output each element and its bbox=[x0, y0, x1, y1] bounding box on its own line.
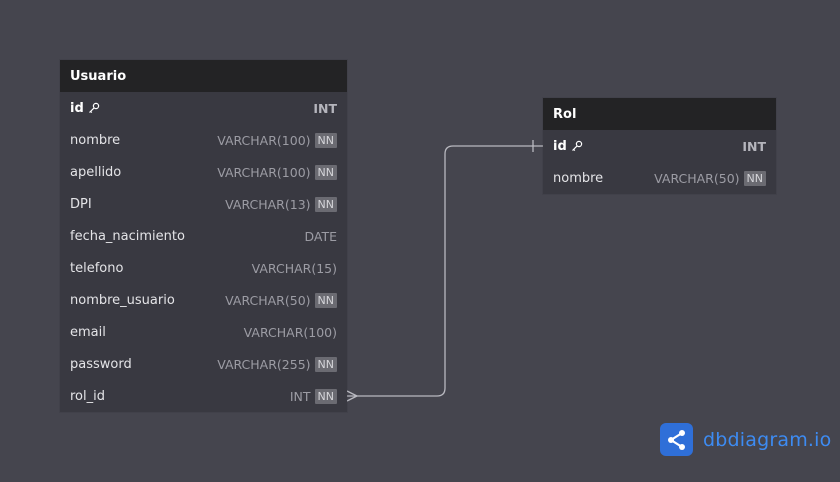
field-type-text: VARCHAR(100) bbox=[243, 324, 337, 340]
field-name-text: id bbox=[70, 100, 84, 116]
not-null-badge: NN bbox=[314, 164, 337, 180]
share-nodes-icon bbox=[660, 423, 693, 456]
field-name-text: password bbox=[70, 356, 132, 372]
table-header[interactable]: Rol bbox=[543, 98, 776, 130]
field-row-fecha_nacimiento[interactable]: fecha_nacimiento DATE bbox=[60, 220, 347, 252]
field-type: VARCHAR(50)NN bbox=[225, 292, 337, 308]
field-name-text: fecha_nacimiento bbox=[70, 228, 185, 244]
field-type: INT bbox=[742, 139, 766, 154]
field-type-text: VARCHAR(100) bbox=[217, 132, 311, 148]
key-icon bbox=[88, 102, 100, 114]
field-type-text: INT bbox=[742, 138, 766, 154]
field-type-text: VARCHAR(100) bbox=[217, 164, 311, 180]
field-type-text: INT bbox=[289, 388, 311, 404]
field-name: id bbox=[553, 139, 583, 154]
not-null-badge: NN bbox=[314, 132, 337, 148]
field-name-text: telefono bbox=[70, 260, 124, 276]
field-name: apellido bbox=[70, 165, 121, 180]
field-type-text: VARCHAR(50) bbox=[654, 170, 740, 186]
brand-logo[interactable]: dbdiagram.io bbox=[660, 423, 831, 456]
field-name: email bbox=[70, 325, 106, 340]
field-type-text: VARCHAR(15) bbox=[251, 260, 337, 276]
field-row-id[interactable]: id INT bbox=[60, 92, 347, 124]
field-type: VARCHAR(13)NN bbox=[225, 196, 337, 212]
field-name-text: nombre bbox=[70, 132, 121, 148]
field-type: INT bbox=[313, 101, 337, 116]
crowfoot-many-marker bbox=[346, 390, 358, 402]
field-row-apellido[interactable]: apellido VARCHAR(100)NN bbox=[60, 156, 347, 188]
field-type-text: VARCHAR(13) bbox=[225, 196, 311, 212]
field-row-id[interactable]: id INT bbox=[543, 130, 776, 162]
not-null-badge: NN bbox=[743, 170, 766, 186]
relationship-line bbox=[347, 145, 543, 397]
table-title: Usuario bbox=[70, 68, 127, 84]
field-name: nombre bbox=[553, 171, 603, 186]
field-name: fecha_nacimiento bbox=[70, 229, 185, 244]
field-name-text: email bbox=[70, 324, 106, 340]
field-name: nombre bbox=[70, 133, 120, 148]
field-type-text: VARCHAR(50) bbox=[225, 292, 311, 308]
field-name: nombre_usuario bbox=[70, 293, 175, 308]
field-name-text: DPI bbox=[70, 196, 92, 212]
table-rol[interactable]: Rol id INT nombre VARCHAR(50)NN bbox=[543, 98, 776, 194]
field-type: VARCHAR(50)NN bbox=[654, 170, 766, 186]
field-name: password bbox=[70, 357, 132, 372]
field-list: id INT nombre VARCHAR(50)NN bbox=[543, 130, 776, 194]
field-name-text: rol_id bbox=[70, 388, 105, 404]
field-row-nombre[interactable]: nombre VARCHAR(50)NN bbox=[543, 162, 776, 194]
field-row-email[interactable]: email VARCHAR(100) bbox=[60, 316, 347, 348]
field-name-text: nombre_usuario bbox=[70, 292, 175, 308]
field-name: DPI bbox=[70, 197, 92, 212]
brand-name: dbdiagram.io bbox=[703, 428, 832, 451]
not-null-badge: NN bbox=[314, 292, 337, 308]
field-name-text: id bbox=[553, 138, 567, 154]
field-row-nombre[interactable]: nombre VARCHAR(100)NN bbox=[60, 124, 347, 156]
field-row-password[interactable]: password VARCHAR(255)NN bbox=[60, 348, 347, 380]
key-icon bbox=[571, 140, 583, 152]
field-type: VARCHAR(255)NN bbox=[217, 356, 337, 372]
table-title: Rol bbox=[553, 106, 577, 122]
field-type: VARCHAR(100)NN bbox=[217, 132, 337, 148]
field-type: VARCHAR(15) bbox=[252, 261, 337, 276]
field-type: VARCHAR(100) bbox=[244, 325, 337, 340]
field-type-text: DATE bbox=[304, 228, 337, 244]
field-name: id bbox=[70, 101, 100, 116]
not-null-badge: NN bbox=[314, 388, 337, 404]
not-null-badge: NN bbox=[314, 356, 337, 372]
table-header[interactable]: Usuario bbox=[60, 60, 347, 92]
field-type: DATE bbox=[304, 229, 337, 244]
field-name-text: nombre bbox=[553, 170, 604, 186]
field-row-DPI[interactable]: DPI VARCHAR(13)NN bbox=[60, 188, 347, 220]
field-row-telefono[interactable]: telefono VARCHAR(15) bbox=[60, 252, 347, 284]
field-type-text: VARCHAR(255) bbox=[217, 356, 311, 372]
field-type: VARCHAR(100)NN bbox=[217, 164, 337, 180]
field-name: rol_id bbox=[70, 389, 105, 404]
field-type-text: INT bbox=[313, 100, 337, 116]
field-name-text: apellido bbox=[70, 164, 122, 180]
field-row-nombre_usuario[interactable]: nombre_usuario VARCHAR(50)NN bbox=[60, 284, 347, 316]
not-null-badge: NN bbox=[314, 196, 337, 212]
field-name: telefono bbox=[70, 261, 123, 276]
